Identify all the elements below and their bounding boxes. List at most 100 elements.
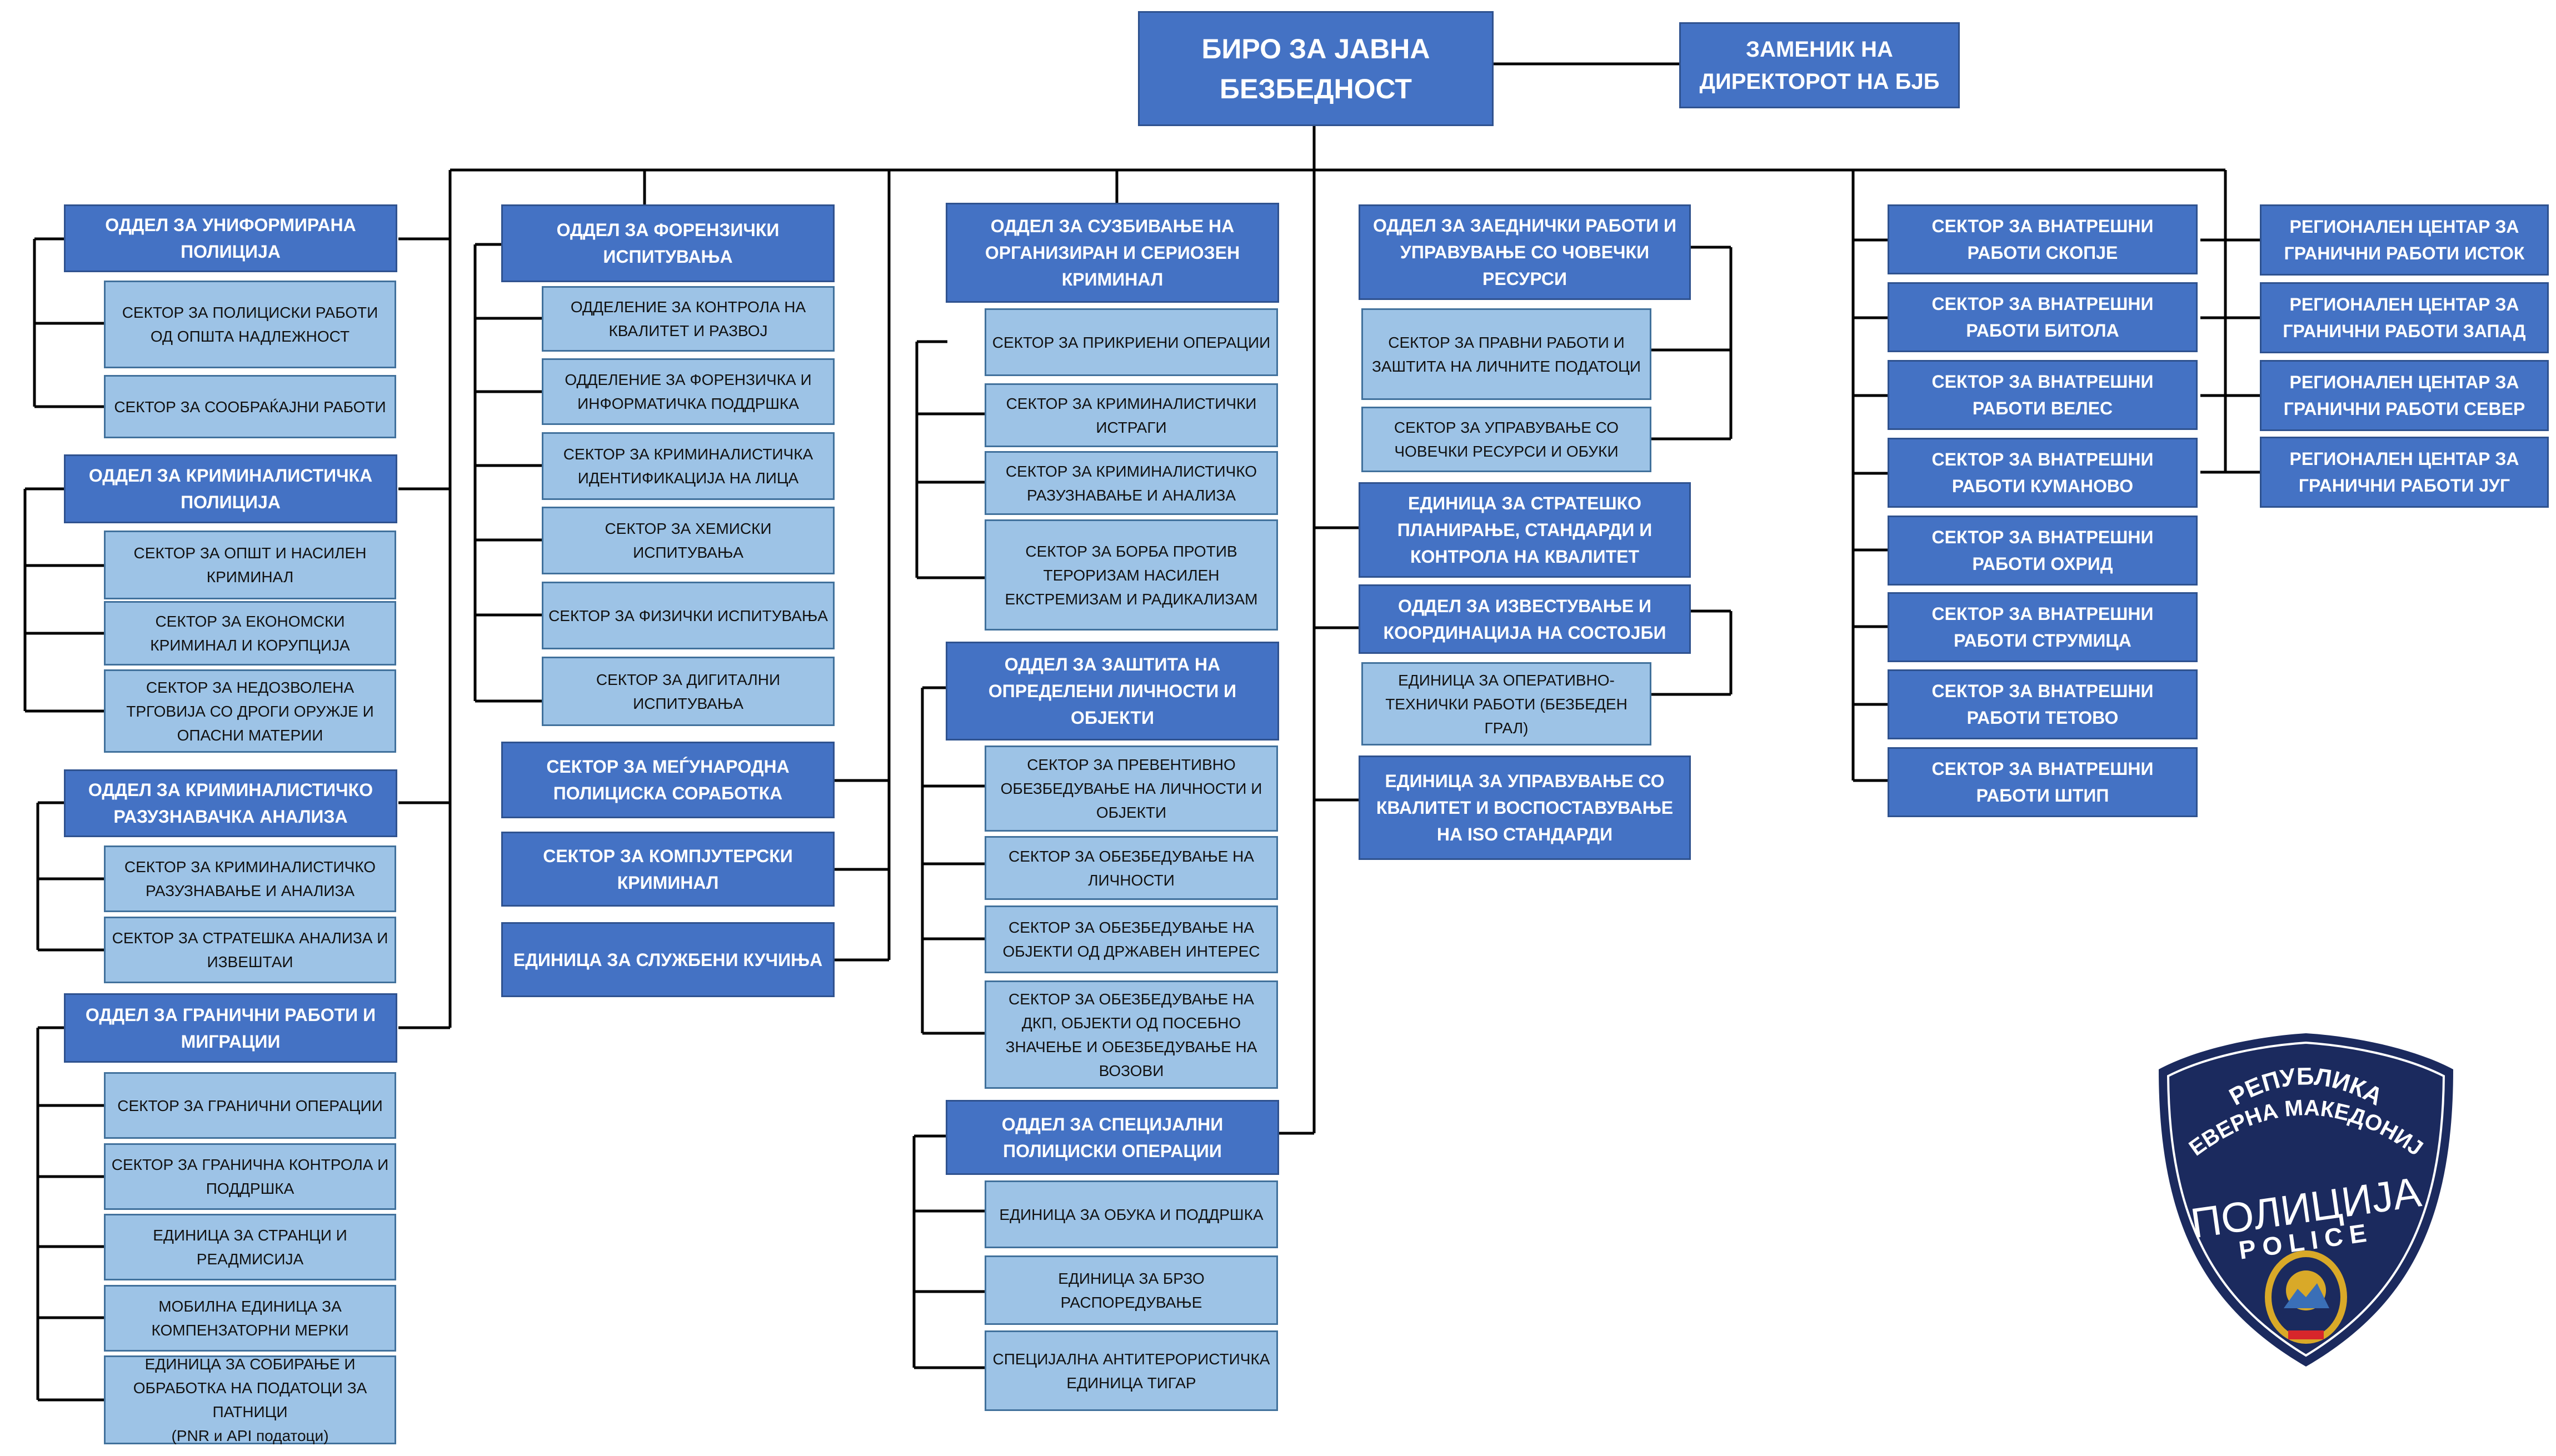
- label: ЕДИНИЦА ЗА СТРАТЕШКО ПЛАНИРАЊЕ, СТАНДАРД…: [1397, 493, 1653, 567]
- col1-sector-1-2: СЕКТОР ЗА СООБРАЌАЈНИ РАБОТИ: [104, 375, 396, 438]
- label: СЕКТОР ЗА ОПШТ И НАСИЛЕН КРИМИНАЛ: [133, 544, 367, 586]
- col5-sector-7: СЕКТОР ЗА ВНАТРЕШНИ РАБОТИ ТЕТОВО: [1888, 669, 2198, 739]
- police-badge-logo: РЕПУБЛИКА СЕВЕРНА МАКЕДОНИЈА ПОЛИЦИЈА PO…: [2150, 1030, 2453, 1367]
- coat-of-arms-icon: [2265, 1250, 2347, 1344]
- label: СЕКТОР ЗА ГРАНИЧНИ ОПЕРАЦИИ: [117, 1097, 383, 1114]
- label: СЕКТОР ЗА ДИГИТАЛНИ ИСПИТУВАЊА: [596, 671, 781, 712]
- label: СЕКТОР ЗА ОБЕЗБЕДУВАЊЕ НА ЛИЧНОСТИ: [1009, 847, 1254, 889]
- col3-sector-2-1: СЕКТОР ЗА ПРЕВЕНТИВНО ОБЕЗБЕДУВАЊЕ НА ЛИ…: [985, 745, 1278, 832]
- col2-sector-intl-cooperation: СЕКТОР ЗА МЕЃУНАРОДНА ПОЛИЦИСКА СОРАБОТК…: [501, 742, 835, 818]
- col2-unit-service-dogs: ЕДИНИЦА ЗА СЛУЖБЕНИ КУЧИЊА: [501, 922, 835, 997]
- col3-department-3: ОДДЕЛ ЗА СПЕЦИЈАЛНИ ПОЛИЦИСКИ ОПЕРАЦИИ: [946, 1100, 1279, 1175]
- label: СЕКТОР ЗА ВНАТРЕШНИ РАБОТИ СКОПЈЕ: [1931, 216, 2154, 263]
- label: ЕДИНИЦА ЗА СТРАНЦИ И РЕАДМИСИЈА: [153, 1227, 347, 1268]
- label: СЕКТОР ЗА ОБЕЗБЕДУВАЊЕ НА ОБЈЕКТИ ОД ДРЖ…: [1002, 919, 1260, 960]
- col3-unit-3-1: ЕДИНИЦА ЗА ОБУКА И ПОДДРШКА: [985, 1180, 1278, 1248]
- col1-sector-2-1: СЕКТОР ЗА ОПШТ И НАСИЛЕН КРИМИНАЛ: [104, 531, 396, 599]
- col3-sector-2-2: СЕКТОР ЗА ОБЕЗБЕДУВАЊЕ НА ЛИЧНОСТИ: [985, 836, 1278, 900]
- col1-sector-3-1: СЕКТОР ЗА КРИМИНАЛИСТИЧКО РАЗУЗНАВАЊЕ И …: [104, 845, 396, 912]
- director-box: БИРО ЗА ЈАВНА БЕЗБЕДНОСТ: [1138, 11, 1494, 126]
- label-main: ЕДИНИЦА ЗА СОБИРАЊЕ И ОБРАБОТКА НА ПОДАТ…: [133, 1355, 367, 1420]
- label: СЕКТОР ЗА КРИМИНАЛИСТИЧКО РАЗУЗНАВАЊЕ И …: [124, 858, 376, 899]
- col2-sector-1-2: ОДДЕЛЕНИЕ ЗА ФОРЕНЗИЧКА И ИНФОРМАТИЧКА П…: [542, 358, 835, 425]
- label: СЕКТОР ЗА КРИМИНАЛИСТИЧКИ ИСТРАГИ: [1006, 394, 1257, 436]
- label: ОДДЕЛ ЗА СУЗБИВАЊЕ НА ОРГАНИЗИРАН И СЕРИ…: [985, 216, 1240, 289]
- label: ЕДИНИЦА ЗА УПРАВУВАЊЕ СО КВАЛИТЕТ И ВОСП…: [1376, 771, 1674, 844]
- col3-sector-1-2: СЕКТОР ЗА КРИМИНАЛИСТИЧКИ ИСТРАГИ: [985, 383, 1278, 447]
- col1-sector-4-3: ЕДИНИЦА ЗА СТРАНЦИ И РЕАДМИСИЈА: [104, 1214, 396, 1280]
- label: СЕКТОР ЗА ПРАВНИ РАБОТИ И ЗАШТИТА НА ЛИЧ…: [1371, 333, 1641, 375]
- label: ЕДИНИЦА ЗА СЛУЖБЕНИ КУЧИЊА: [513, 949, 823, 970]
- label: СЕКТОР ЗА ПРИКРИЕНИ ОПЕРАЦИИ: [992, 333, 1271, 351]
- col5-sector-4: СЕКТОР ЗА ВНАТРЕШНИ РАБОТИ КУМАНОВО: [1888, 438, 2198, 508]
- label: ОДДЕЛЕНИЕ ЗА ФОРЕНЗИЧКА И ИНФОРМАТИЧКА П…: [565, 371, 812, 412]
- label: СЕКТОР ЗА СТРАТЕШКА АНАЛИЗА И ИЗВЕШТАИ: [112, 929, 388, 970]
- col6-regional-center-east: РЕГИОНАЛЕН ЦЕНТАР ЗА ГРАНИЧНИ РАБОТИ ИСТ…: [2260, 204, 2549, 276]
- label: ОДДЕЛ ЗА УНИФОРМИРАНА ПОЛИЦИЈА: [105, 215, 356, 262]
- label: СЕКТОР ЗА ФИЗИЧКИ ИСПИТУВАЊА: [548, 607, 828, 624]
- col3-department-2: ОДДЕЛ ЗА ЗАШТИТА НА ОПРЕДЕЛЕНИ ЛИЧНОСТИ …: [946, 642, 1279, 740]
- label: СЕКТОР ЗА ХЕМИСКИ ИСПИТУВАЊА: [605, 520, 772, 561]
- label: МОБИЛНА ЕДИНИЦА ЗА КОМПЕНЗАТОРНИ МЕРКИ: [151, 1298, 349, 1339]
- col6-regional-center-west: РЕГИОНАЛЕН ЦЕНТАР ЗА ГРАНИЧНИ РАБОТИ ЗАП…: [2260, 282, 2549, 353]
- label: СЕКТОР ЗА БОРБА ПРОТИВ ТЕРОРИЗАМ НАСИЛЕН…: [1005, 542, 1258, 608]
- label: ОДДЕЛ ЗА ФОРЕНЗИЧКИ ИСПИТУВАЊА: [556, 220, 780, 267]
- label: СЕКТОР ЗА ВНАТРЕШНИ РАБОТИ БИТОЛА: [1931, 294, 2154, 341]
- deputy-director-label: ЗАМЕНИК НА ДИРЕКТОРОТ НА БЈБ: [1699, 37, 1940, 94]
- label: СЕКТОР ЗА ПОЛИЦИСКИ РАБОТИ ОД ОПШТА НАДЛ…: [122, 304, 378, 345]
- label: СЕКТОР ЗА ЕКОНОМСКИ КРИМИНАЛ И КОРУПЦИЈА: [150, 613, 350, 654]
- label: СЕКТОР ЗА ВНАТРЕШНИ РАБОТИ ВЕЛЕС: [1931, 372, 2154, 418]
- label: ОДДЕЛ ЗА КРИМИНАЛИСТИЧКО РАЗУЗНАВАЧКА АН…: [88, 780, 373, 827]
- col6-regional-center-north: РЕГИОНАЛЕН ЦЕНТАР ЗА ГРАНИЧНИ РАБОТИ СЕВ…: [2260, 360, 2549, 431]
- col1-sector-3-2: СЕКТОР ЗА СТРАТЕШКА АНАЛИЗА И ИЗВЕШТАИ: [104, 917, 396, 983]
- col3-sector-1-3: СЕКТОР ЗА КРИМИНАЛИСТИЧКО РАЗУЗНАВАЊЕ И …: [985, 451, 1278, 515]
- col1-department-2: ОДДЕЛ ЗА КРИМИНАЛИСТИЧКА ПОЛИЦИЈА: [64, 454, 397, 523]
- col5-sector-2: СЕКТОР ЗА ВНАТРЕШНИ РАБОТИ БИТОЛА: [1888, 282, 2198, 352]
- col1-sector-4-2: СЕКТОР ЗА ГРАНИЧНА КОНТРОЛА И ПОДДРШКА: [104, 1143, 396, 1210]
- label: СЕКТОР ЗА НЕДОЗВОЛЕНА ТРГОВИЈА СО ДРОГИ …: [126, 678, 374, 744]
- label: ОДДЕЛ ЗА СПЕЦИЈАЛНИ ПОЛИЦИСКИ ОПЕРАЦИИ: [1001, 1114, 1224, 1161]
- col3-sector-2-3: СЕКТОР ЗА ОБЕЗБЕДУВАЊЕ НА ОБЈЕКТИ ОД ДРЖ…: [985, 905, 1278, 973]
- col2-sector-1-5: СЕКТОР ЗА ФИЗИЧКИ ИСПИТУВАЊА: [542, 582, 835, 649]
- badge-shield-outer: [2159, 1033, 2453, 1367]
- label: РЕГИОНАЛЕН ЦЕНТАР ЗА ГРАНИЧНИ РАБОТИ ЈУГ: [2289, 449, 2519, 496]
- label: СПЕЦИЈАЛНА АНТИТЕРОРИСТИЧКА ЕДИНИЦА ТИГА…: [992, 1350, 1270, 1392]
- col2-sector-1-4: СЕКТОР ЗА ХЕМИСКИ ИСПИТУВАЊА: [542, 507, 835, 574]
- col2-sector-computer-crime: СЕКТОР ЗА КОМПЈУТЕРСКИ КРИМИНАЛ: [501, 832, 835, 907]
- label: ОДДЕЛ ЗА ГРАНИЧНИ РАБОТИ И МИГРАЦИИ: [85, 1004, 376, 1052]
- col3-department-1: ОДДЕЛ ЗА СУЗБИВАЊЕ НА ОРГАНИЗИРАН И СЕРИ…: [946, 203, 1279, 303]
- label: СЕКТОР ЗА ПРЕВЕНТИВНО ОБЕЗБЕДУВАЊЕ НА ЛИ…: [1000, 756, 1262, 821]
- label: СЕКТОР ЗА ВНАТРЕШНИ РАБОТИ ОХРИД: [1931, 527, 2154, 574]
- col3-sector-1-4: СЕКТОР ЗА БОРБА ПРОТИВ ТЕРОРИЗАМ НАСИЛЕН…: [985, 519, 1278, 631]
- label: СЕКТОР ЗА УПРАВУВАЊЕ СО ЧОВЕЧКИ РЕСУРСИ …: [1394, 419, 1619, 460]
- label: ЕДИНИЦА ЗА ОБУКА И ПОДДРШКА: [999, 1205, 1264, 1223]
- col4-sector-1-2: СЕКТОР ЗА УПРАВУВАЊЕ СО ЧОВЕЧКИ РЕСУРСИ …: [1361, 407, 1651, 472]
- col5-sector-1: СЕКТОР ЗА ВНАТРЕШНИ РАБОТИ СКОПЈЕ: [1888, 204, 2198, 274]
- col3-sector-1-1: СЕКТОР ЗА ПРИКРИЕНИ ОПЕРАЦИИ: [985, 308, 1278, 376]
- label: ОДДЕЛ ЗА ЗАШТИТА НА ОПРЕДЕЛЕНИ ЛИЧНОСТИ …: [988, 654, 1237, 728]
- label: ЕДИНИЦА ЗА БРЗО РАСПОРЕДУВАЊЕ: [1058, 1269, 1205, 1311]
- col3-unit-3-3: СПЕЦИЈАЛНА АНТИТЕРОРИСТИЧКА ЕДИНИЦА ТИГА…: [985, 1330, 1278, 1411]
- label: РЕГИОНАЛЕН ЦЕНТАР ЗА ГРАНИЧНИ РАБОТИ СЕВ…: [2283, 372, 2525, 419]
- director-label: БИРО ЗА ЈАВНА БЕЗБЕДНОСТ: [1201, 33, 1430, 104]
- label: ЕДИНИЦА ЗА ОПЕРАТИВНО-ТЕХНИЧКИ РАБОТИ (Б…: [1385, 671, 1628, 737]
- label: СЕКТОР ЗА КОМПЈУТЕРСКИ КРИМИНАЛ: [543, 845, 793, 893]
- col5-sector-5: СЕКТОР ЗА ВНАТРЕШНИ РАБОТИ ОХРИД: [1888, 516, 2198, 586]
- col1-sector-2-3: СЕКТОР ЗА НЕДОЗВОЛЕНА ТРГОВИЈА СО ДРОГИ …: [104, 669, 396, 753]
- col3-unit-3-2: ЕДИНИЦА ЗА БРЗО РАСПОРЕДУВАЊЕ: [985, 1255, 1278, 1325]
- col1-sector-4-5: ЕДИНИЦА ЗА СОБИРАЊЕ И ОБРАБОТКА НА ПОДАТ…: [104, 1355, 396, 1444]
- col1-sector-4-1: СЕКТОР ЗА ГРАНИЧНИ ОПЕРАЦИИ: [104, 1072, 396, 1139]
- col4-unit-strategic-planning: ЕДИНИЦА ЗА СТРАТЕШКО ПЛАНИРАЊЕ, СТАНДАРД…: [1359, 482, 1691, 578]
- col2-sector-1-3: СЕКТОР ЗА КРИМИНАЛИСТИЧКА ИДЕНТИФИКАЦИЈА…: [542, 432, 835, 500]
- col1-sector-4-4: МОБИЛНА ЕДИНИЦА ЗА КОМПЕНЗАТОРНИ МЕРКИ: [104, 1285, 396, 1352]
- label: СЕКТОР ЗА ОБЕЗБЕДУВАЊЕ НА ДКП, ОБЈЕКТИ О…: [1005, 990, 1257, 1079]
- label: ЕДИНИЦА ЗА СОБИРАЊЕ И ОБРАБОТКА НА ПОДАТ…: [106, 1352, 395, 1448]
- label: ОДДЕЛ ЗА ИЗВЕСТУВАЊЕ И КООРДИНАЦИЈА НА С…: [1383, 596, 1666, 643]
- col1-department-1: ОДДЕЛ ЗА УНИФОРМИРАНА ПОЛИЦИЈА: [64, 204, 397, 272]
- label: ОДДЕЛЕНИЕ ЗА КОНТРОЛА НА КВАЛИТЕТ И РАЗВ…: [570, 298, 806, 339]
- col3-sector-2-4: СЕКТОР ЗА ОБЕЗБЕДУВАЊЕ НА ДКП, ОБЈЕКТИ О…: [985, 980, 1278, 1089]
- label: ОДДЕЛ ЗА ЗАЕДНИЧКИ РАБОТИ И УПРАВУВАЊЕ С…: [1372, 216, 1677, 289]
- label: СЕКТОР ЗА СООБРАЌАЈНИ РАБОТИ: [114, 398, 386, 416]
- label: СЕКТОР ЗА ВНАТРЕШНИ РАБОТИ ШТИП: [1931, 759, 2154, 805]
